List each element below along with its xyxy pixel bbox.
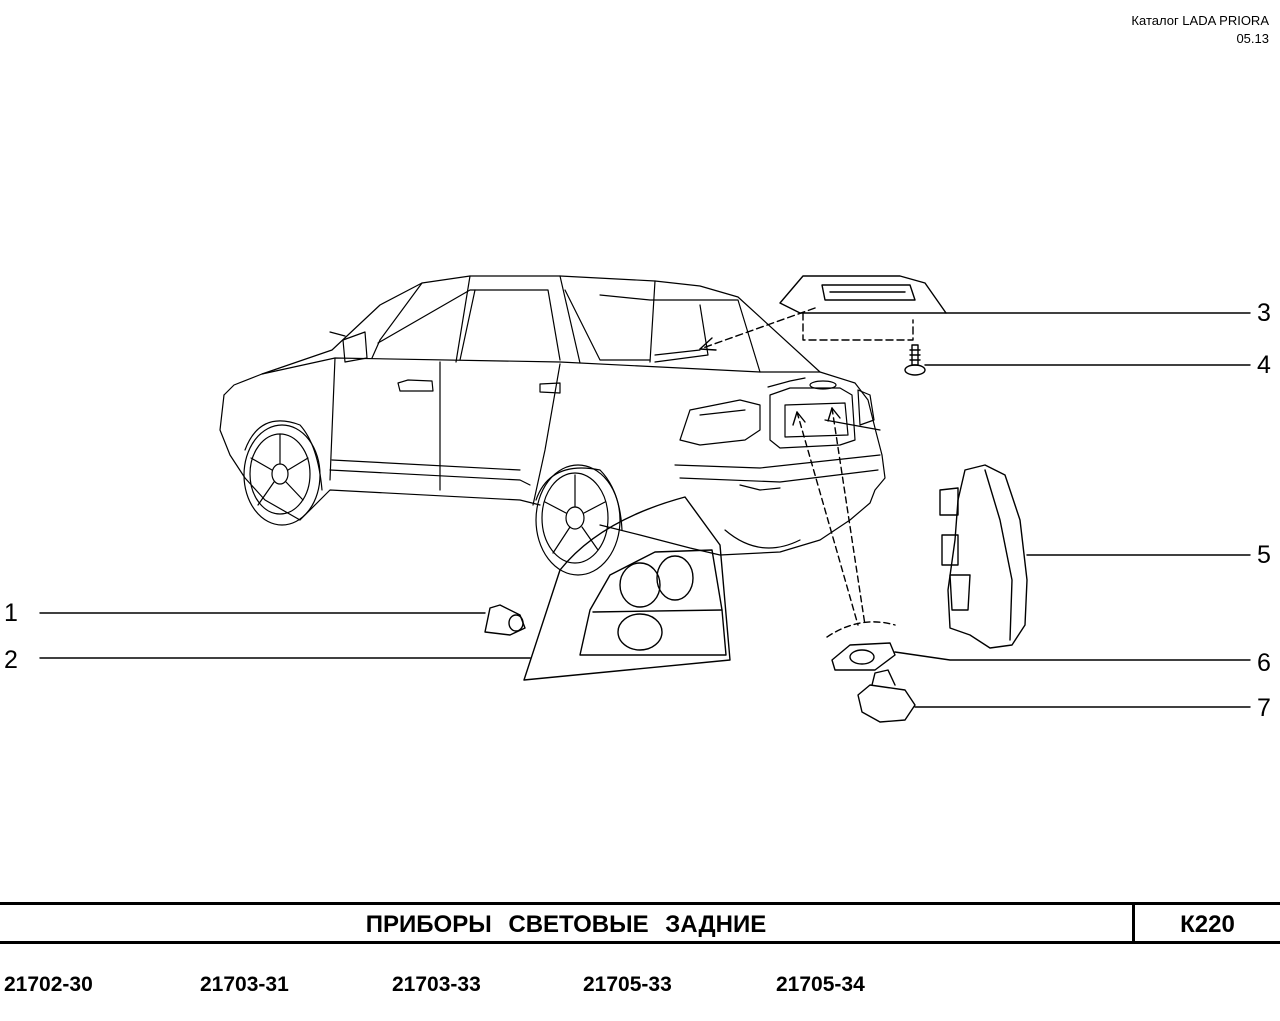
- model-code: 21703-31: [200, 973, 289, 996]
- callout-2: 2: [4, 646, 18, 674]
- callout-4: 4: [1257, 351, 1271, 379]
- callout-3: 3: [1257, 299, 1271, 327]
- model-code: 21705-34: [776, 973, 865, 996]
- car-illustration: [219, 275, 886, 576]
- callout-7: 7: [1257, 694, 1271, 722]
- license-plate-lamp: [857, 669, 1251, 723]
- title-bar: ПРИБОРЫ СВЕТОВЫЕ ЗАДНИЕ К220: [0, 902, 1280, 944]
- model-code: 21705-33: [583, 973, 672, 996]
- callout-1: 1: [4, 599, 18, 627]
- callout-5: 5: [1257, 541, 1271, 569]
- high-mount-stop-lamp: [779, 275, 1251, 341]
- parts-diagram: [39, 275, 1251, 723]
- page-title: ПРИБОРЫ СВЕТОВЫЕ ЗАДНИЕ: [365, 911, 767, 938]
- rear-tail-lamp-side: [939, 464, 1251, 649]
- title-divider: [1132, 905, 1135, 941]
- bulb-holder: [39, 604, 526, 636]
- model-code: 21702-30: [4, 973, 93, 996]
- model-code: 21703-33: [392, 973, 481, 996]
- rear-tail-lamp-front: [39, 496, 731, 681]
- catalog-header: Каталог LADA PRIORA 05.13: [1131, 12, 1269, 48]
- screw: [904, 344, 1251, 376]
- license-lamp-gasket: [831, 642, 1251, 671]
- page-code: К220: [1180, 911, 1235, 938]
- catalog-title: Каталог LADA PRIORA: [1131, 13, 1269, 28]
- catalog-date: 05.13: [1236, 31, 1269, 46]
- callout-6: 6: [1257, 649, 1271, 677]
